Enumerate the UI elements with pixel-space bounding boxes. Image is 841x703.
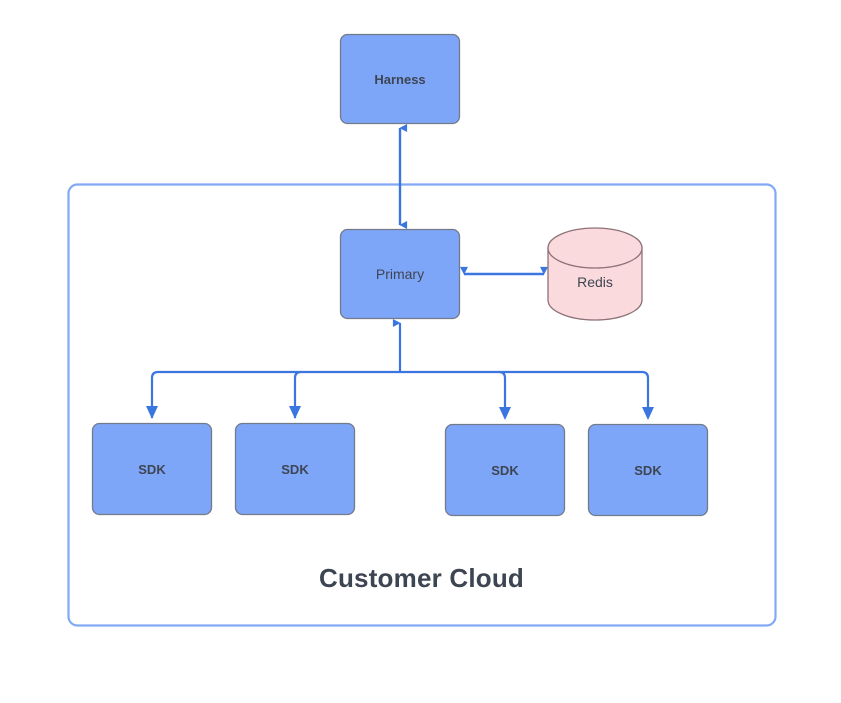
node-sdk-2[interactable]: [234, 422, 356, 516]
connector-sdk-arrowheads: [146, 406, 654, 420]
node-harness[interactable]: [339, 33, 461, 125]
customer-cloud-container: [67, 183, 777, 627]
node-sdk-3[interactable]: [444, 423, 566, 517]
node-primary[interactable]: [339, 228, 461, 320]
node-redis[interactable]: [547, 227, 643, 321]
node-sdk-4[interactable]: [587, 423, 709, 517]
connector-sdk-bus: [150, 318, 650, 418]
customer-cloud-title: Customer Cloud: [318, 563, 525, 593]
node-sdk-1[interactable]: [91, 422, 213, 516]
